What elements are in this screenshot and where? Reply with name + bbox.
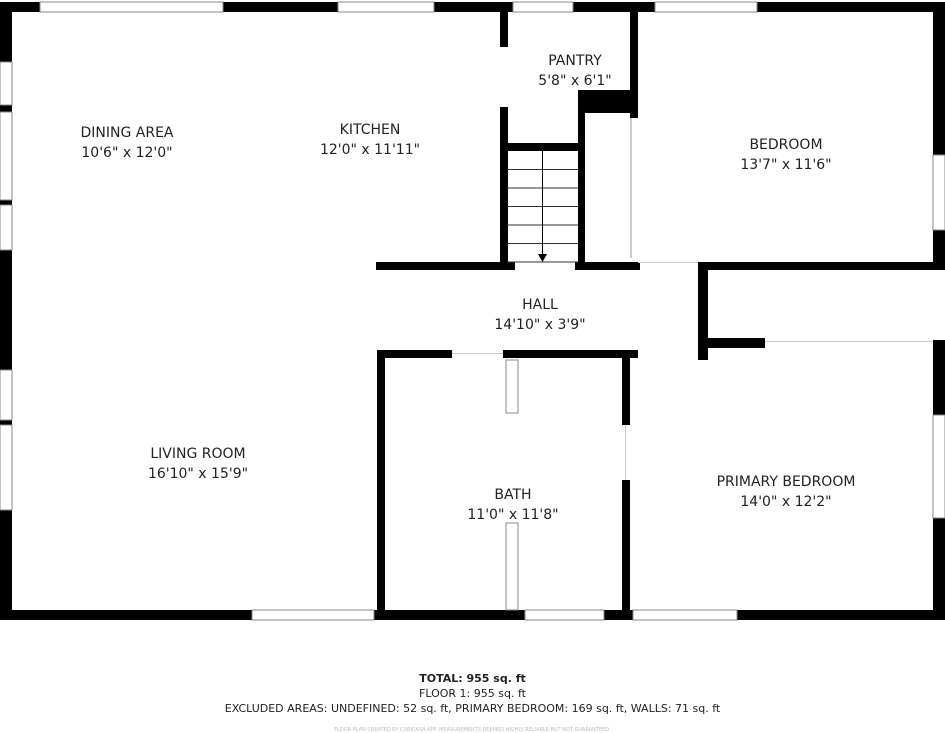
wall bbox=[575, 262, 640, 270]
window bbox=[632, 609, 738, 621]
wall bbox=[698, 262, 708, 360]
room-name: DINING AREA bbox=[80, 125, 173, 141]
stairs bbox=[507, 151, 578, 263]
wall bbox=[500, 12, 508, 47]
window bbox=[0, 61, 13, 106]
wall bbox=[708, 338, 765, 348]
room-size: 10'6" x 12'0" bbox=[81, 145, 172, 161]
wall bbox=[698, 262, 945, 270]
window bbox=[0, 204, 13, 251]
window bbox=[505, 359, 519, 414]
wall bbox=[622, 350, 630, 425]
wall bbox=[376, 262, 515, 270]
room-name: PANTRY bbox=[548, 53, 602, 69]
wall bbox=[500, 107, 508, 265]
room-size: 5'8" x 6'1" bbox=[538, 73, 611, 89]
room-name: HALL bbox=[522, 297, 558, 313]
window bbox=[0, 111, 13, 201]
wall bbox=[622, 480, 630, 620]
windows bbox=[0, 1, 945, 621]
door-opening bbox=[765, 341, 933, 342]
room-name: BATH bbox=[494, 487, 531, 503]
room-name: KITCHEN bbox=[340, 122, 401, 138]
room-name: LIVING ROOM bbox=[150, 446, 245, 462]
stair-arrow-icon bbox=[538, 254, 547, 262]
window bbox=[0, 369, 13, 421]
room-size: 11'0" x 11'8" bbox=[467, 507, 558, 523]
wall bbox=[377, 350, 452, 358]
total-area: TOTAL: 955 sq. ft bbox=[419, 672, 526, 685]
door-opening bbox=[452, 353, 503, 354]
window bbox=[251, 609, 375, 621]
window bbox=[524, 609, 605, 621]
room-size: 16'10" x 15'9" bbox=[148, 466, 248, 482]
window bbox=[932, 414, 945, 519]
floor-area: FLOOR 1: 955 sq. ft bbox=[419, 687, 526, 700]
room-size: 12'0" x 11'11" bbox=[320, 142, 420, 158]
door-opening bbox=[625, 425, 626, 480]
wall bbox=[0, 610, 945, 620]
walls bbox=[0, 2, 945, 620]
room-name: BEDROOM bbox=[749, 137, 822, 153]
room-size: 14'10" x 3'9" bbox=[494, 317, 585, 333]
room-size: 14'0" x 12'2" bbox=[740, 494, 831, 510]
credit-note: FLOOR PLAN CREATED BY CUBICASA APP. MEAS… bbox=[334, 727, 611, 733]
window bbox=[654, 1, 758, 13]
window bbox=[0, 424, 13, 511]
wall bbox=[630, 12, 638, 118]
wall bbox=[0, 2, 945, 12]
wall bbox=[377, 350, 385, 620]
door-opening bbox=[630, 118, 632, 258]
stair-arrow-shaft bbox=[542, 151, 543, 256]
window bbox=[932, 154, 945, 231]
wall bbox=[578, 90, 637, 113]
window bbox=[337, 1, 435, 13]
excluded-areas: EXCLUDED AREAS: UNDEFINED: 52 sq. ft, PR… bbox=[224, 702, 721, 715]
wall bbox=[503, 350, 638, 358]
wall bbox=[507, 143, 580, 151]
floor-plan: DINING AREA 10'6" x 12'0" KITCHEN 12'0" x 1… bbox=[0, 1, 945, 621]
wall bbox=[578, 113, 585, 265]
room-labels: DINING AREA 10'6" x 12'0" KITCHEN 12'0" x 1… bbox=[80, 53, 855, 523]
room-name: PRIMARY BEDROOM bbox=[717, 474, 856, 490]
window bbox=[505, 522, 519, 611]
door-opening bbox=[638, 262, 698, 263]
window bbox=[512, 1, 574, 13]
room-size: 13'7" x 11'6" bbox=[740, 157, 831, 173]
window bbox=[39, 1, 224, 13]
